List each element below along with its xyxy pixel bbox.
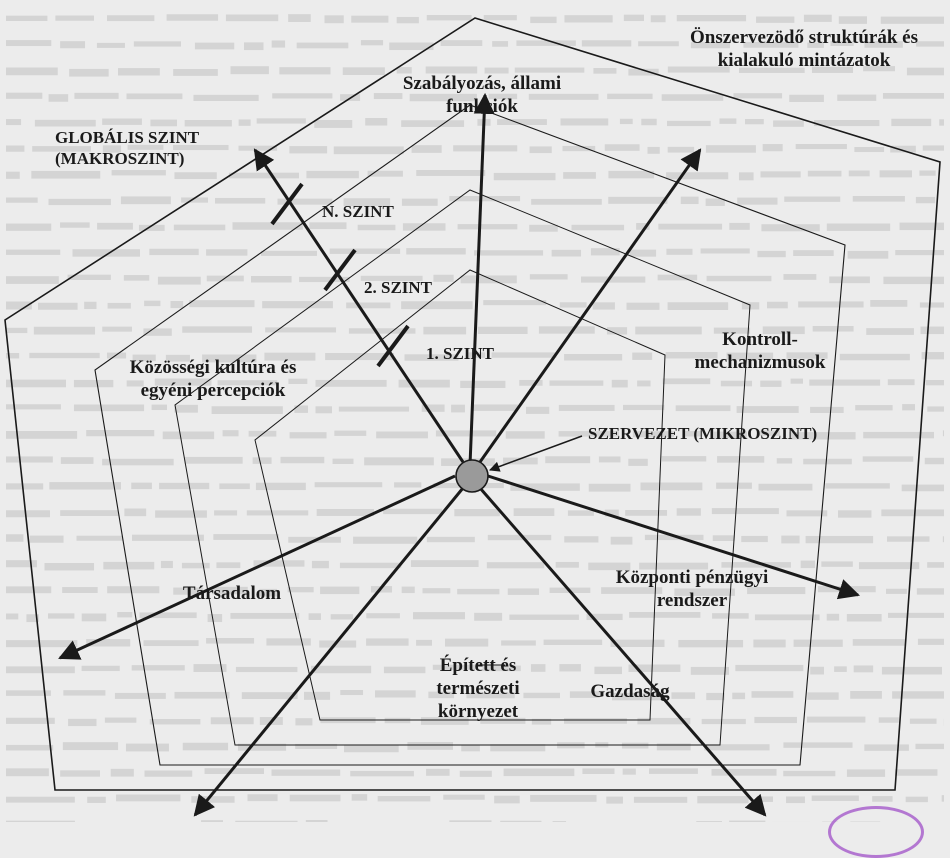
label-level-2: 2. SZINT bbox=[364, 278, 432, 299]
label-global-level-line2: (MAKROSZINT) bbox=[55, 149, 199, 170]
arrow-to-self-organizing bbox=[480, 150, 700, 462]
arrow-to-regulation bbox=[470, 95, 485, 465]
arrow-to-economy bbox=[480, 488, 765, 815]
label-control: Kontroll- mechanizmusok bbox=[660, 328, 860, 374]
purple-stamp bbox=[828, 806, 924, 858]
label-regulation: Szabályozás, állami funkciók bbox=[357, 72, 607, 118]
label-central-finance-line1: Központi pénzügyi bbox=[592, 566, 792, 589]
label-control-line2: mechanizmusok bbox=[660, 351, 860, 374]
label-organization: SZERVEZET (MIKROSZINT) bbox=[588, 424, 817, 445]
label-community-line2: egyéni percepciók bbox=[88, 379, 338, 402]
label-society: Társadalom bbox=[162, 582, 302, 605]
tick-level-1 bbox=[378, 326, 408, 366]
label-control-line1: Kontroll- bbox=[660, 328, 860, 351]
label-global-level-line1: GLOBÁLIS SZINT bbox=[55, 128, 199, 149]
label-global-level: GLOBÁLIS SZINT (MAKROSZINT) bbox=[55, 128, 199, 169]
arrow-to-society bbox=[60, 476, 455, 658]
pointer-organization bbox=[490, 436, 582, 470]
label-central-finance: Központi pénzügyi rendszer bbox=[592, 566, 792, 612]
label-regulation-line2: funkciók bbox=[357, 95, 607, 118]
label-economy: Gazdaság bbox=[560, 680, 700, 703]
label-environment-line1: Épített és bbox=[398, 654, 558, 677]
label-self-organizing: Önszervezödő struktúrák és kialakuló min… bbox=[660, 26, 948, 72]
label-environment-line2: természeti bbox=[398, 677, 558, 700]
tick-level-2 bbox=[325, 250, 355, 290]
label-environment-line3: környezet bbox=[398, 700, 558, 723]
tick-n-level bbox=[272, 184, 302, 224]
label-self-organizing-line1: Önszervezödő struktúrák és bbox=[660, 26, 948, 49]
label-community: Közösségi kultúra és egyéni percepciók bbox=[88, 356, 338, 402]
pentagon-level-1 bbox=[255, 270, 665, 720]
label-level-1: 1. SZINT bbox=[426, 344, 494, 365]
label-regulation-line1: Szabályozás, állami bbox=[357, 72, 607, 95]
center-organization-node bbox=[456, 460, 488, 492]
label-central-finance-line2: rendszer bbox=[592, 589, 792, 612]
label-n-level: N. SZINT bbox=[322, 202, 394, 223]
arrow-to-environment bbox=[195, 488, 463, 815]
label-community-line1: Közösségi kultúra és bbox=[88, 356, 338, 379]
label-environment: Épített és természeti környezet bbox=[398, 654, 558, 724]
label-self-organizing-line2: kialakuló mintázatok bbox=[660, 49, 948, 72]
